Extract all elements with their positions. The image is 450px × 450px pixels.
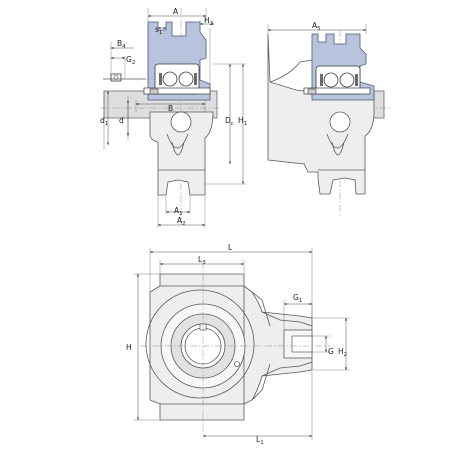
dim-label-Dc: Dc bbox=[225, 116, 234, 127]
dim-label-G1: G1 bbox=[293, 293, 302, 304]
dim-label-B4: B4 bbox=[117, 39, 126, 50]
dim-label-A2: A2 bbox=[177, 216, 186, 227]
dim-label-H3: H3 bbox=[204, 16, 214, 27]
grease-nipple bbox=[110, 73, 122, 82]
dim-label-A5: A5 bbox=[312, 21, 321, 32]
dim-label-L3: L3 bbox=[198, 255, 206, 266]
bearing-ball bbox=[162, 71, 178, 87]
bearing-ball bbox=[339, 72, 355, 88]
dim-label-A: A bbox=[173, 7, 179, 16]
dim-label-H1: H1 bbox=[238, 116, 247, 127]
dim-label-d: d bbox=[119, 116, 124, 125]
dim-label-d1: d1 bbox=[100, 116, 108, 127]
bearing-ball bbox=[323, 72, 339, 88]
dim-label-s1: s1 bbox=[155, 25, 162, 36]
bearing-ball bbox=[178, 71, 194, 87]
dim-label-H2: H2 bbox=[338, 347, 347, 358]
front-view-bottom bbox=[134, 248, 350, 440]
section-view-left bbox=[100, 8, 246, 228]
dim-label-L: L bbox=[228, 243, 233, 252]
dim-label-G: G bbox=[328, 347, 334, 356]
housing-body-left bbox=[149, 111, 214, 196]
dim-label-A1: A1 bbox=[174, 206, 183, 217]
housing-body-right bbox=[267, 33, 375, 195]
dim-label-H: H bbox=[126, 343, 132, 352]
dim-label-B: B bbox=[168, 104, 173, 113]
dim-label-L1: L1 bbox=[256, 435, 264, 446]
section-view-right bbox=[267, 24, 390, 218]
dim-label-G2: G2 bbox=[126, 55, 135, 66]
